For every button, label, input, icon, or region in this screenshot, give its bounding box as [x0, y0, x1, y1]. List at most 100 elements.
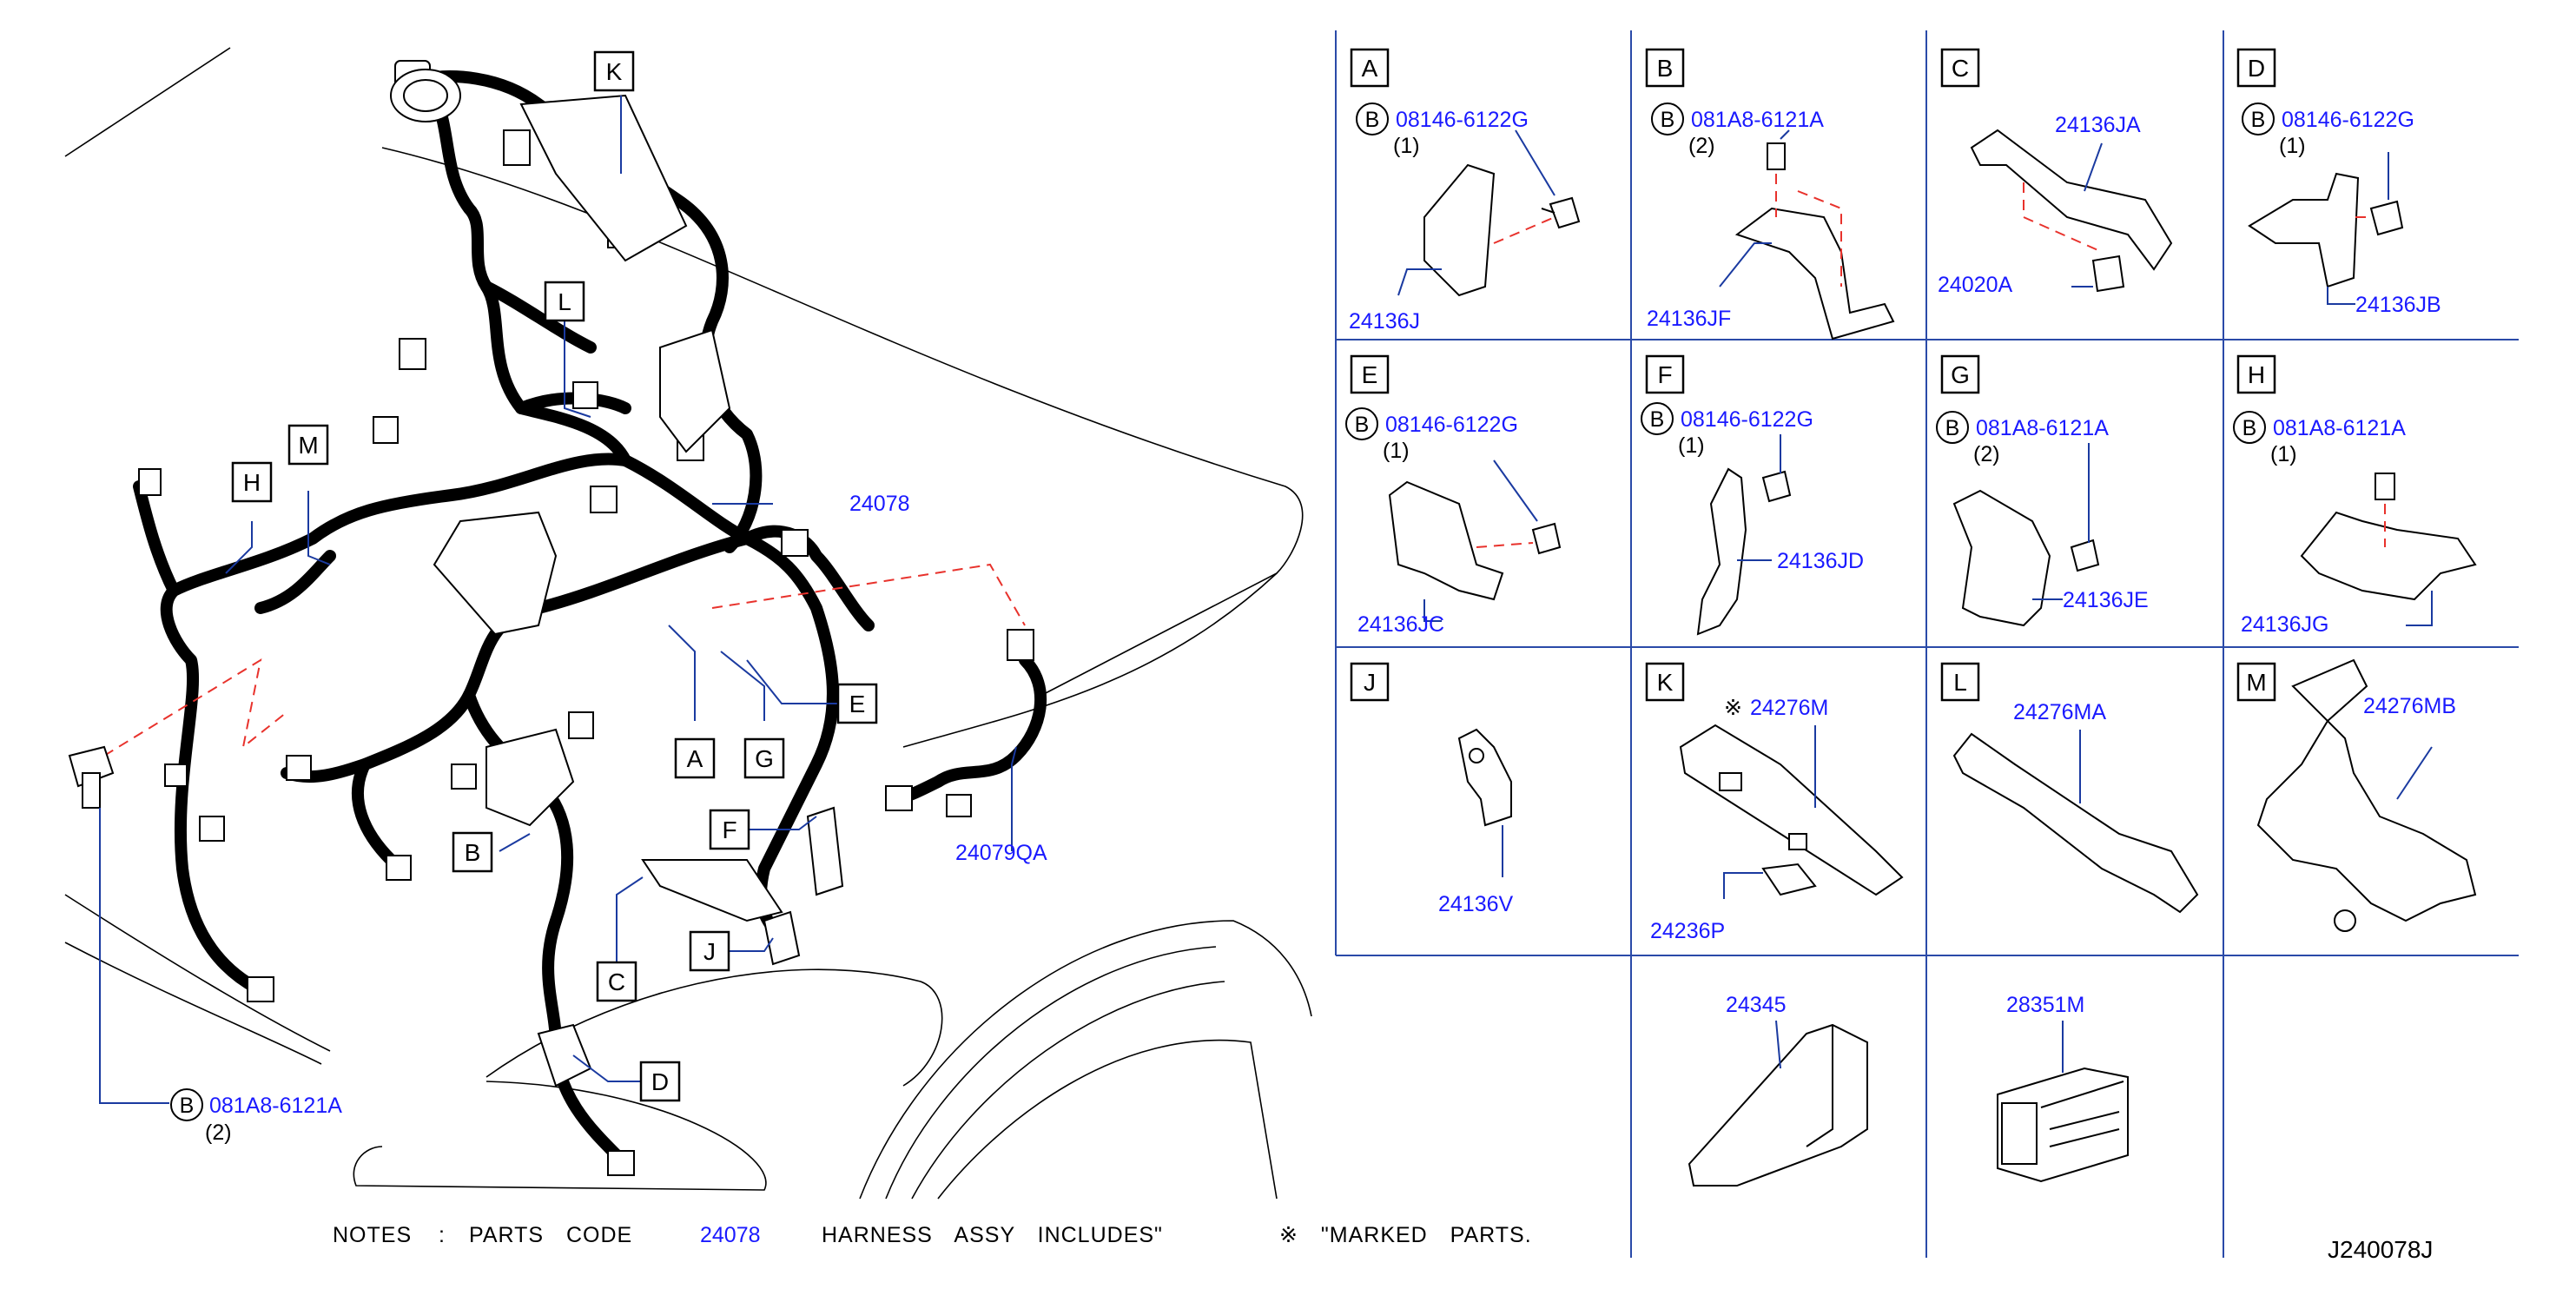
main-callout-B: B [452, 831, 493, 873]
part-label-081A8-6121A-G[interactable]: 081A8-6121A [1976, 416, 2109, 440]
marked-symbol-K: ※ [1724, 696, 1742, 720]
svg-text:C: C [1952, 55, 1969, 82]
part-label-24136J[interactable]: 24136J [1349, 309, 1420, 334]
part-label-24136JG[interactable]: 24136JG [2241, 612, 2328, 637]
part-label-24136JD[interactable]: 24136JD [1777, 549, 1864, 573]
svg-text:B: B [465, 839, 481, 866]
svg-text:D: D [651, 1068, 669, 1095]
svg-text:(1): (1) [2279, 134, 2306, 158]
svg-text:G: G [755, 745, 774, 772]
svg-text:E: E [849, 691, 866, 717]
routing-dash-bolt [103, 658, 287, 757]
svg-text:B: B [2242, 416, 2257, 440]
part-label-08146-6122G-D[interactable]: 08146-6122G [2282, 108, 2414, 132]
leader-lines [99, 96, 1017, 1104]
panel-L: L 24276MA [1940, 662, 2199, 914]
main-callout-K: K [593, 50, 635, 92]
svg-text:F: F [722, 816, 736, 843]
notes-marked-text: ※ "MARKED PARTS. [1279, 1223, 1532, 1247]
part-label-081A8-6121A-H[interactable]: 081A8-6121A [2273, 416, 2406, 440]
main-callout-G: G [743, 737, 785, 779]
main-callout-A: A [674, 737, 716, 779]
svg-text:F: F [1657, 361, 1672, 388]
panel-G: G B 081A8-6121A (2) 24136JE [1936, 354, 2149, 627]
part-label-24276MB[interactable]: 24276MB [2363, 694, 2456, 718]
qty-main-bolt: (2) [205, 1120, 232, 1145]
part-label-24020A[interactable]: 24020A [1938, 273, 2013, 297]
notes-parts-code[interactable]: 24078 [700, 1223, 761, 1247]
part-label-08146-6122G-F[interactable]: 08146-6122G [1681, 407, 1813, 432]
main-callout-C: C [596, 961, 637, 1002]
main-view: K L M H A G E B F C J D 24078 24079QA B … [64, 47, 1312, 1200]
panel-J: J 24136V [1350, 662, 1514, 916]
svg-text:(2): (2) [1688, 134, 1715, 158]
svg-text:E: E [1362, 361, 1378, 388]
panel-F: F B 08146-6122G (1) 24136JD [1641, 354, 1864, 636]
part-label-24276MA[interactable]: 24276MA [2013, 700, 2106, 724]
part-label-24078[interactable]: 24078 [849, 492, 910, 516]
svg-text:B: B [1945, 416, 1960, 440]
svg-text:A: A [1362, 55, 1378, 82]
part-label-24136JA[interactable]: 24136JA [2055, 113, 2141, 137]
svg-text:L: L [1953, 669, 1967, 696]
svg-text:G: G [1951, 361, 1970, 388]
part-label-28351M[interactable]: 28351M [2006, 993, 2084, 1017]
svg-text:M: M [298, 432, 318, 459]
part-label-24136V[interactable]: 24136V [1438, 892, 1514, 916]
part-label-24345[interactable]: 24345 [1726, 993, 1787, 1017]
part-label-08146-6122G-E[interactable]: 08146-6122G [1385, 413, 1518, 437]
svg-text:B: B [1355, 413, 1370, 437]
panel-K: K ※ 24276M 24236P [1645, 662, 1904, 943]
part-label-24276M[interactable]: 24276M [1750, 696, 1828, 720]
part-label-24236P[interactable]: 24236P [1650, 919, 1725, 943]
bolt-icon [68, 745, 115, 809]
part-label-081A8-6121A-main[interactable]: 081A8-6121A [209, 1094, 342, 1118]
svg-text:M: M [2246, 669, 2266, 696]
svg-text:K: K [606, 58, 623, 85]
svg-text:J: J [703, 938, 716, 965]
main-callout-H: H [231, 461, 273, 503]
main-callout-L: L [544, 281, 585, 322]
part-label-24079QA[interactable]: 24079QA [955, 841, 1047, 865]
part-label-24136JC[interactable]: 24136JC [1357, 612, 1444, 637]
panel-28351M: 28351M [1997, 993, 2129, 1183]
harness-brackets [433, 94, 844, 1087]
notes-prefix: NOTES [333, 1223, 412, 1247]
main-callout-D: D [639, 1061, 681, 1102]
main-callout-F: F [709, 809, 750, 850]
svg-text:C: C [608, 968, 625, 995]
svg-text:H: H [243, 469, 261, 496]
svg-text:B: B [1661, 108, 1675, 132]
part-label-24136JE[interactable]: 24136JE [2063, 588, 2149, 612]
part-label-24136JF[interactable]: 24136JF [1647, 307, 1731, 331]
svg-text:H: H [2248, 361, 2265, 388]
harness-connectors [138, 60, 1034, 1176]
panel-H: H B 081A8-6121A (1) 24136JG [2233, 354, 2477, 637]
part-label-08146-6122G-A[interactable]: 08146-6122G [1396, 108, 1529, 132]
routing-dash-24079QA [711, 563, 1026, 626]
detail-grid [1335, 30, 2519, 1258]
notes-line: NOTES : PARTS CODE 24078 HARNESS ASSY IN… [333, 1223, 1532, 1247]
main-callout-J: J [689, 930, 730, 972]
panel-24345: 24345 [1688, 993, 1868, 1187]
svg-text:(1): (1) [1393, 134, 1420, 158]
svg-text:D: D [2248, 55, 2265, 82]
svg-text:B: B [2251, 108, 2266, 132]
diagram-id: J240078J [2328, 1236, 2433, 1263]
panel-D: D B 08146-6122G (1) 24136JB [2236, 48, 2441, 317]
svg-text:B: B [1365, 108, 1380, 132]
panel-C: C 24136JA 24020A [1938, 48, 2173, 297]
panel-M: M 24276MB [2236, 658, 2477, 932]
bolt-callout-main: B [170, 1088, 203, 1121]
part-label-24136JB[interactable]: 24136JB [2355, 293, 2441, 317]
svg-text:(1): (1) [2270, 442, 2297, 466]
notes-parts-code-label: PARTS CODE [469, 1223, 632, 1247]
svg-text:(2): (2) [1973, 442, 2000, 466]
svg-text:B: B [1657, 55, 1674, 82]
svg-text:L: L [558, 288, 571, 315]
svg-text:(1): (1) [1678, 433, 1705, 458]
main-callout-E: E [836, 683, 878, 724]
part-label-081A8-6121A-B[interactable]: 081A8-6121A [1691, 108, 1824, 132]
main-callout-M: M [287, 424, 329, 466]
